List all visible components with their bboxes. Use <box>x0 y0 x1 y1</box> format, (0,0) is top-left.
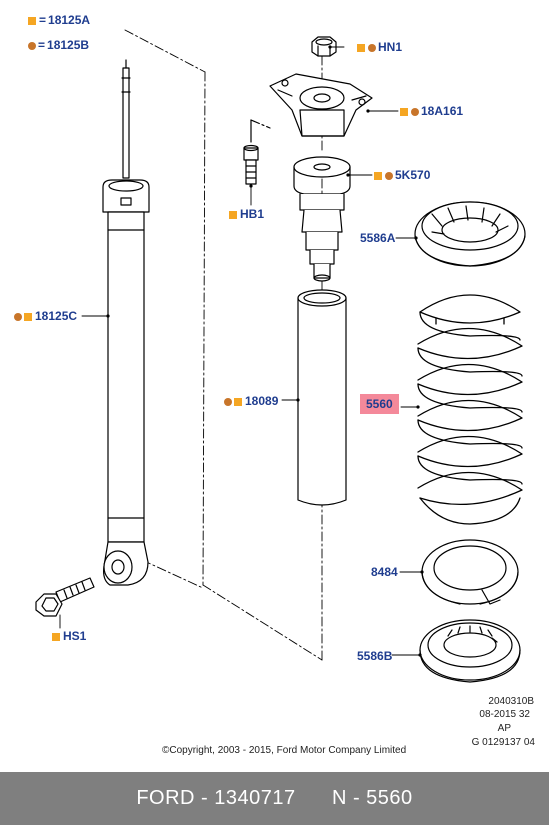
square-marker-icon <box>234 397 242 406</box>
drawing-region: AP <box>497 723 511 734</box>
dot-marker-icon <box>224 397 232 406</box>
dot-marker-icon <box>14 312 22 321</box>
leader-lines <box>59 46 423 656</box>
dot-marker-icon <box>385 171 393 180</box>
square-marker-icon <box>28 16 36 25</box>
label-18089[interactable]: 18089 <box>224 394 278 408</box>
top-mount-18a161 <box>269 73 373 137</box>
bump-stop-5k570 <box>293 156 351 282</box>
bolt-hs1 <box>35 577 95 617</box>
exploded-diagram <box>35 29 526 683</box>
square-marker-icon <box>374 171 382 180</box>
legend-square-label: 18125A <box>48 13 91 27</box>
drawing-code: 2040310B <box>488 696 534 707</box>
dust-tube-18089 <box>297 289 347 506</box>
coil-spring-5560 <box>417 294 523 525</box>
drawing-number: G 0129137 04 <box>471 737 535 748</box>
nut-hn1 <box>311 36 337 57</box>
guide-lines <box>124 29 323 661</box>
label-5560-highlighted[interactable]: 5560 <box>360 394 399 414</box>
legend-dot-entry: =18125B <box>28 38 89 52</box>
footer-part-number: FORD - 1340717 <box>136 787 296 809</box>
spring-seat-8484 <box>421 539 519 605</box>
label-5586a[interactable]: 5586A <box>360 231 396 245</box>
legend-dot-label: 18125B <box>47 38 90 52</box>
lower-isolator-5586b <box>419 619 521 683</box>
shock-absorber <box>102 59 150 586</box>
footer-bar: FORD - 1340717 N - 5560 <box>0 772 549 825</box>
dot-marker-icon <box>28 41 36 50</box>
dot-marker-icon <box>368 43 376 52</box>
square-marker-icon <box>52 632 60 641</box>
square-marker-icon <box>229 210 237 219</box>
label-5586b[interactable]: 5586B <box>357 649 393 663</box>
label-18a161[interactable]: 18A161 <box>400 104 463 118</box>
copyright-notice: ©Copyright, 2003 - 2015, Ford Motor Comp… <box>162 745 407 756</box>
legend-square-entry: =18125A <box>28 13 90 27</box>
label-hn1[interactable]: HN1 <box>357 40 402 54</box>
label-8484[interactable]: 8484 <box>371 565 398 579</box>
upper-isolator-5586a <box>414 201 526 267</box>
drawing-date: 08-2015 32 <box>479 709 530 720</box>
label-18125c[interactable]: 18125C <box>14 309 77 323</box>
square-marker-icon <box>357 43 365 52</box>
bolt-hb1 <box>243 119 271 185</box>
square-marker-icon <box>400 107 408 116</box>
square-marker-icon <box>24 312 32 321</box>
footer-reference: N - 5560 <box>331 787 413 809</box>
label-hb1[interactable]: HB1 <box>229 207 264 221</box>
label-5k570[interactable]: 5K570 <box>374 168 430 182</box>
label-hs1[interactable]: HS1 <box>52 629 86 643</box>
dot-marker-icon <box>411 107 419 116</box>
